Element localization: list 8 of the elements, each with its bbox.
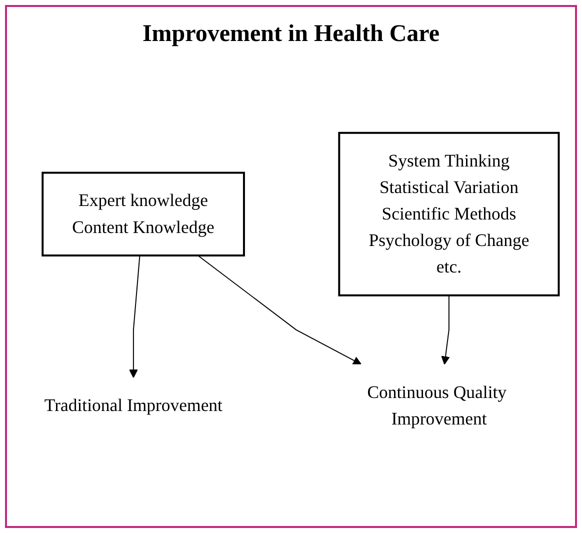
arrow xyxy=(441,294,450,365)
arrow xyxy=(129,255,140,378)
node-box: Expert knowledge Content Knowledge xyxy=(42,172,245,257)
node-text: Traditional Improvement xyxy=(44,395,222,416)
node-box: System Thinking Statistical Variation Scientific Methods Psychology of Change etc. xyxy=(338,132,560,296)
arrow xyxy=(197,255,362,365)
node-text: Continuous Quality Improvement xyxy=(367,382,507,428)
diagram-title: Improvement in Health Care xyxy=(142,21,440,48)
